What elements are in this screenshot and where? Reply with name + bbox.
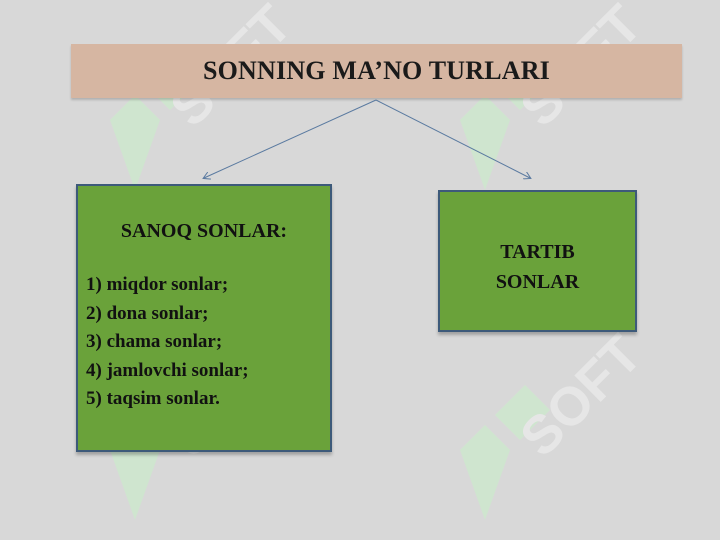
sanoq-sonlar-box: SANOQ SONLAR: 1) miqdor sonlar; 2) dona … xyxy=(76,184,332,452)
connector-right-arrow xyxy=(375,99,530,178)
list-item: 3) chama sonlar; xyxy=(86,331,223,352)
list-item: 1) miqdor sonlar; xyxy=(86,274,229,295)
page-title: SONNING MA’NO TURLARI xyxy=(202,56,551,85)
list-item: 4) jamlovchi sonlar; xyxy=(86,359,249,381)
connector-left-arrow xyxy=(204,99,377,178)
watermark-bottom-right: SOFT xyxy=(460,330,650,520)
sanoq-sonlar-list: 1) miqdor sonlar; 2) dona sonlar; 3) cha… xyxy=(86,271,322,414)
tartib-sonlar-label: TARTIB SONLAR xyxy=(495,241,580,293)
list-item: 2) dona sonlar; xyxy=(86,302,209,324)
watermark-top-right: SOFT xyxy=(460,0,650,190)
watermark-text: SOFT xyxy=(509,330,650,468)
title-bar: SONNING MA’NO TURLARI xyxy=(71,44,682,98)
watermark-top-left: SOFT xyxy=(110,0,300,190)
list-item: 5) taqsim sonlar. xyxy=(86,388,220,409)
tartib-sonlar-box: TARTIB SONLAR xyxy=(438,190,637,332)
sanoq-sonlar-heading: SANOQ SONLAR: xyxy=(120,220,288,242)
watermark-logo-icon xyxy=(460,385,550,520)
